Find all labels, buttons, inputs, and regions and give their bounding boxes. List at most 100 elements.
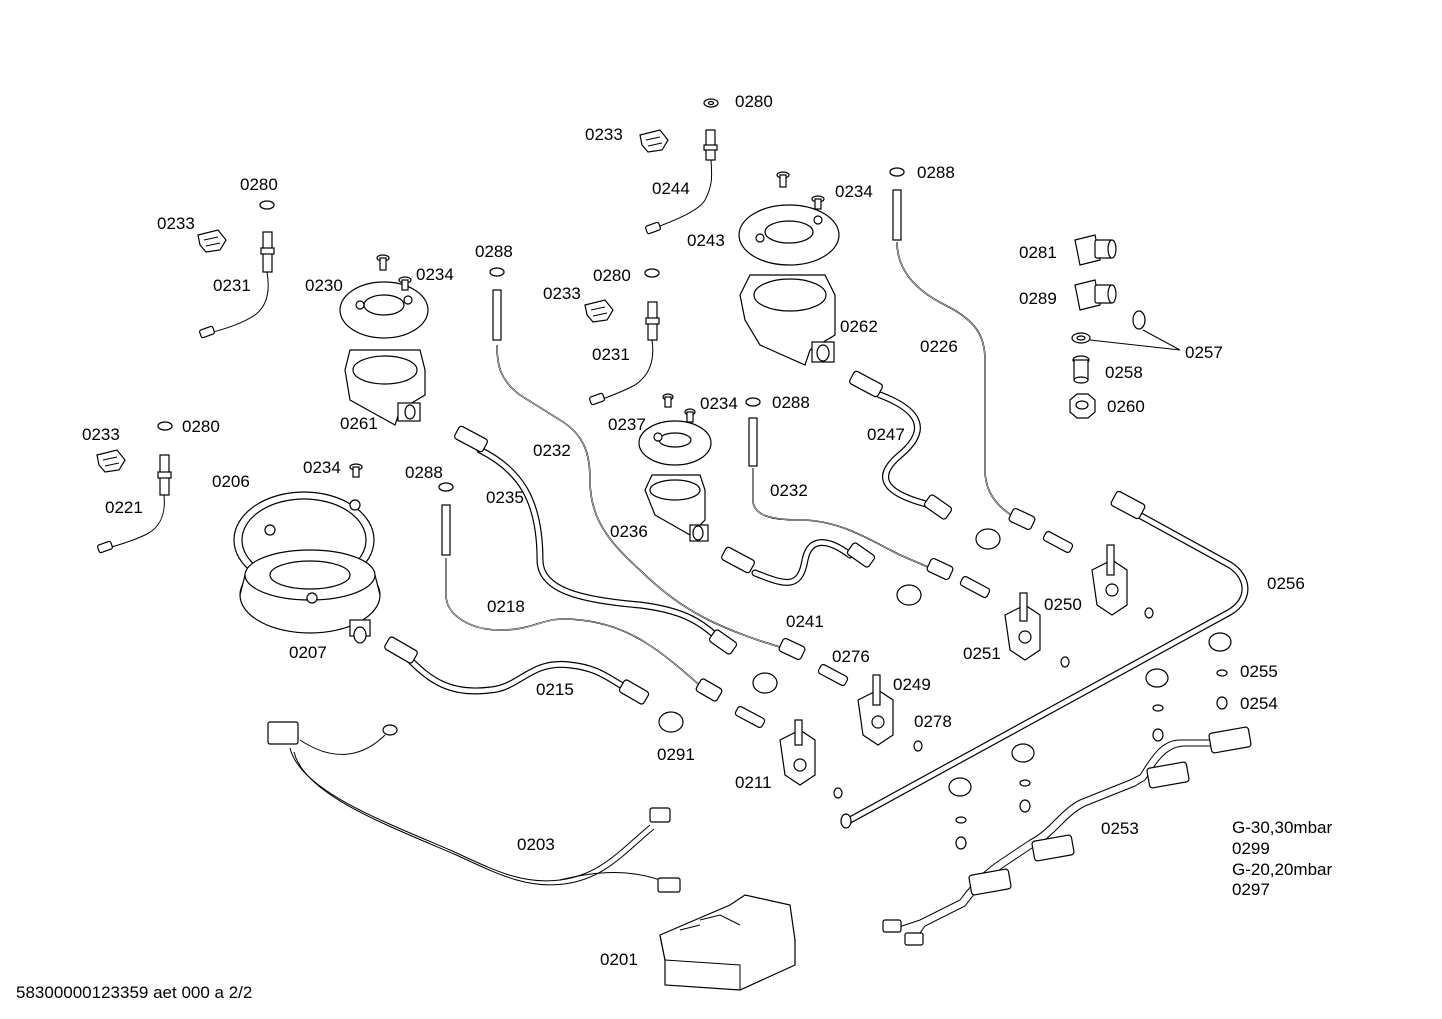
label-0206: 0206	[212, 472, 250, 491]
label-0291: 0291	[657, 745, 695, 764]
label-0211: 0211	[735, 773, 772, 792]
gas-variant-g20-code: 0297	[1232, 880, 1270, 899]
washers-0280-0288	[157, 167, 905, 492]
elbow-fitting-0281	[1074, 234, 1117, 266]
label-0250: 0250	[1044, 595, 1082, 614]
label-0251: 0251	[963, 644, 1001, 663]
wiring-harness-0203	[267, 721, 681, 893]
label-0231-left: 0231	[213, 276, 251, 295]
label-0280-top: 0280	[735, 92, 773, 111]
label-0237: 0237	[608, 415, 646, 434]
label-0226: 0226	[920, 337, 958, 356]
screw-0234-0243	[776, 171, 825, 210]
label-0234-wok: 0234	[303, 458, 341, 477]
document-id: 58300000123359 aet 000 a 2/2	[16, 983, 252, 1002]
seal-ring-0257	[1071, 310, 1181, 351]
label-0258: 0258	[1105, 363, 1143, 382]
label-0243: 0243	[687, 231, 725, 250]
gas-variant-legend: G-30,30mbar 0299 G-20,20mbar 0297	[1232, 818, 1332, 899]
label-0201: 0201	[600, 950, 638, 969]
gas-pipe-0247	[849, 370, 953, 520]
label-0288-0232: 0288	[772, 393, 810, 412]
retaining-clip-0233-top	[639, 129, 669, 153]
label-0231-middle: 0231	[592, 345, 630, 364]
gas-tap-0251	[1004, 592, 1070, 668]
burner-wok-0207	[233, 491, 381, 644]
label-0233-top: 0233	[585, 125, 623, 144]
gas-pipe-0241	[721, 539, 876, 586]
label-0241: 0241	[786, 612, 824, 631]
gas-tap-0249	[857, 674, 923, 752]
thermocouple-0226	[889, 167, 1036, 531]
label-0233-bottom-left: 0233	[82, 425, 120, 444]
label-0276: 0276	[832, 647, 870, 666]
label-0203: 0203	[517, 835, 555, 854]
label-0221: 0221	[105, 498, 143, 517]
label-0280-left: 0280	[240, 175, 278, 194]
burner-cap-0230	[339, 281, 429, 339]
ignition-electrode-0231-middle	[589, 268, 660, 406]
label-0257: 0257	[1185, 343, 1223, 362]
label-0256: 0256	[1267, 574, 1305, 593]
screw-0234-wok	[349, 463, 363, 478]
burner-cap-0243	[738, 204, 840, 266]
label-0288-right: 0288	[917, 163, 955, 182]
retaining-clip-0233-bottom-left	[96, 449, 126, 473]
label-0281: 0281	[1019, 243, 1057, 262]
label-0254: 0254	[1240, 694, 1278, 713]
label-0247: 0247	[867, 425, 905, 444]
label-0253: 0253	[1101, 819, 1139, 838]
label-0234-0230: 0234	[416, 265, 454, 284]
gas-pipe-0235	[454, 425, 738, 655]
burner-cap-0237	[638, 420, 712, 466]
part-labels: 0280 0233 0244 0280 0233 0231 0230 0234 …	[82, 92, 1305, 969]
label-0255: 0255	[1240, 662, 1278, 681]
ignition-module-0201	[659, 894, 796, 991]
label-0280-bottom-left: 0280	[182, 417, 220, 436]
gas-variant-g30-label: G-30,30mbar	[1232, 818, 1332, 837]
gas-manifold-0256	[840, 490, 1249, 829]
ignition-switch-harness-0253	[882, 726, 1252, 946]
burner-body-0236	[644, 474, 709, 542]
gas-pipe-0215	[384, 636, 650, 705]
label-0232-long: 0232	[533, 441, 571, 460]
injector-nozzles-0276	[734, 531, 1074, 728]
gas-tap-0250	[1091, 544, 1154, 619]
retaining-clip-0233-left	[197, 229, 227, 253]
burner-body-0262	[739, 274, 836, 366]
gas-variant-g20-label: G-20,20mbar	[1232, 860, 1332, 879]
nozzle-0258	[1072, 355, 1090, 384]
screw-0234-0230	[376, 254, 412, 291]
label-0244: 0244	[652, 179, 690, 198]
label-0236: 0236	[610, 522, 648, 541]
label-0278: 0278	[914, 712, 952, 731]
label-0233-middle: 0233	[543, 284, 581, 303]
label-0234-0237: 0234	[700, 394, 738, 413]
label-0233-left: 0233	[157, 214, 195, 233]
knob-bushes-0255	[948, 632, 1232, 797]
label-0232-short: 0232	[770, 481, 808, 500]
label-0249: 0249	[893, 675, 931, 694]
ignition-electrode-0244	[645, 98, 719, 235]
label-0230: 0230	[305, 276, 343, 295]
springs-0254	[955, 669, 1228, 850]
label-0261: 0261	[340, 414, 378, 433]
label-0288-left: 0288	[475, 242, 513, 261]
label-0262: 0262	[840, 317, 878, 336]
label-0260: 0260	[1107, 397, 1145, 416]
sleeves-0291	[658, 528, 1001, 733]
label-0280-middle: 0280	[593, 266, 631, 285]
gas-tap-0211	[779, 719, 843, 799]
label-0235: 0235	[486, 488, 524, 507]
burner-body-0261	[344, 349, 426, 426]
label-0207: 0207	[289, 643, 327, 662]
label-0234-0243: 0234	[835, 182, 873, 201]
ignition-electrode-0231-left	[199, 200, 275, 339]
gas-variant-g30-code: 0299	[1232, 839, 1270, 858]
retaining-clip-0233-middle	[584, 299, 614, 323]
label-0289: 0289	[1019, 289, 1057, 308]
label-0215: 0215	[536, 680, 574, 699]
elbow-fitting-0289	[1074, 279, 1117, 311]
